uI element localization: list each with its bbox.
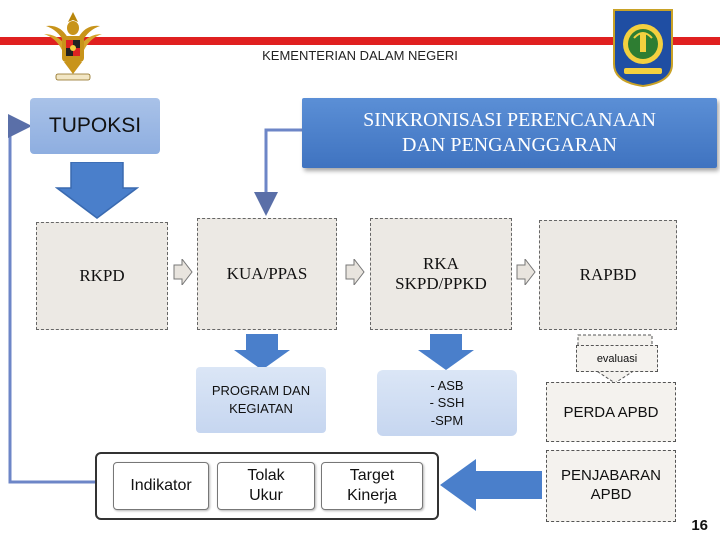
tupoksi-label: TUPOKSI (48, 114, 142, 137)
perda-label: PERDA APBD (563, 403, 659, 421)
rkpd-label: RKPD (79, 266, 125, 285)
rka-line1: RKA (423, 254, 459, 273)
page-number: 16 (691, 517, 708, 534)
down-arrow-rka (418, 334, 474, 370)
asb-ssh-spm-box: - ASB - SSH -SPM (377, 370, 517, 436)
indikator-label: Indikator (130, 477, 192, 494)
asb-line3: -SPM (430, 412, 464, 428)
target-kinerja-cell: Target Kinerja (321, 462, 423, 510)
penjabaran-line1: PENJABARAN (560, 467, 662, 485)
sinkronisasi-line2: DAN PENGANGGARAN (402, 134, 617, 156)
chevron-1-icon (173, 259, 193, 285)
sinkronisasi-box: SINKRONISASI PERENCANAAN DAN PENGANGGARA… (302, 98, 717, 168)
chevron-3-icon (516, 259, 536, 285)
ministry-title: KEMENTERIAN DALAM NEGERI (262, 48, 458, 63)
down-arrow-tupoksi (55, 162, 139, 219)
sinkronisasi-line1: SINKRONISASI PERENCANAAN (363, 109, 656, 131)
indicator-bar: Indikator Tolak Ukur Target Kinerja (95, 452, 439, 520)
penjabaran-line2: APBD (590, 486, 632, 503)
rapbd-doc: RAPBD (539, 220, 677, 330)
tolak-line2: Ukur (249, 487, 283, 504)
indikator-cell: Indikator (113, 462, 209, 510)
program-line2: KEGIATAN (229, 401, 293, 416)
program-kegiatan-box: PROGRAM DAN KEGIATAN (196, 367, 326, 433)
kemendagri-logo (612, 8, 674, 88)
rka-doc: RKA SKPD/PPKD (370, 218, 512, 330)
left-arrow-indicator (440, 459, 542, 511)
kua-ppas-doc: KUA/PPAS (197, 218, 337, 330)
rka-line2: SKPD/PPKD (395, 274, 487, 293)
header-red-stripe (0, 37, 720, 45)
down-arrow-kua (234, 334, 290, 370)
chevron-2-icon (345, 259, 365, 285)
kua-ppas-label: KUA/PPAS (226, 264, 308, 283)
tolak-ukur-cell: Tolak Ukur (217, 462, 315, 510)
program-line1: PROGRAM DAN (211, 382, 311, 398)
penjabaran-apbd-box: PENJABARAN APBD (546, 450, 676, 522)
target-line1: Target (349, 467, 395, 484)
tupoksi-box: TUPOKSI (30, 98, 160, 154)
evaluasi-label: evaluasi (596, 352, 638, 365)
rapbd-label: RAPBD (579, 265, 637, 284)
garuda-emblem-logo (42, 8, 104, 86)
target-line2: Kinerja (347, 487, 397, 504)
perda-apbd-box: PERDA APBD (546, 382, 676, 442)
evaluasi-label-box: evaluasi (576, 345, 658, 372)
asb-line1: - ASB (430, 377, 464, 393)
rkpd-doc: RKPD (36, 222, 168, 330)
asb-line2: - SSH (429, 395, 465, 411)
tolak-line1: Tolak (247, 467, 285, 484)
